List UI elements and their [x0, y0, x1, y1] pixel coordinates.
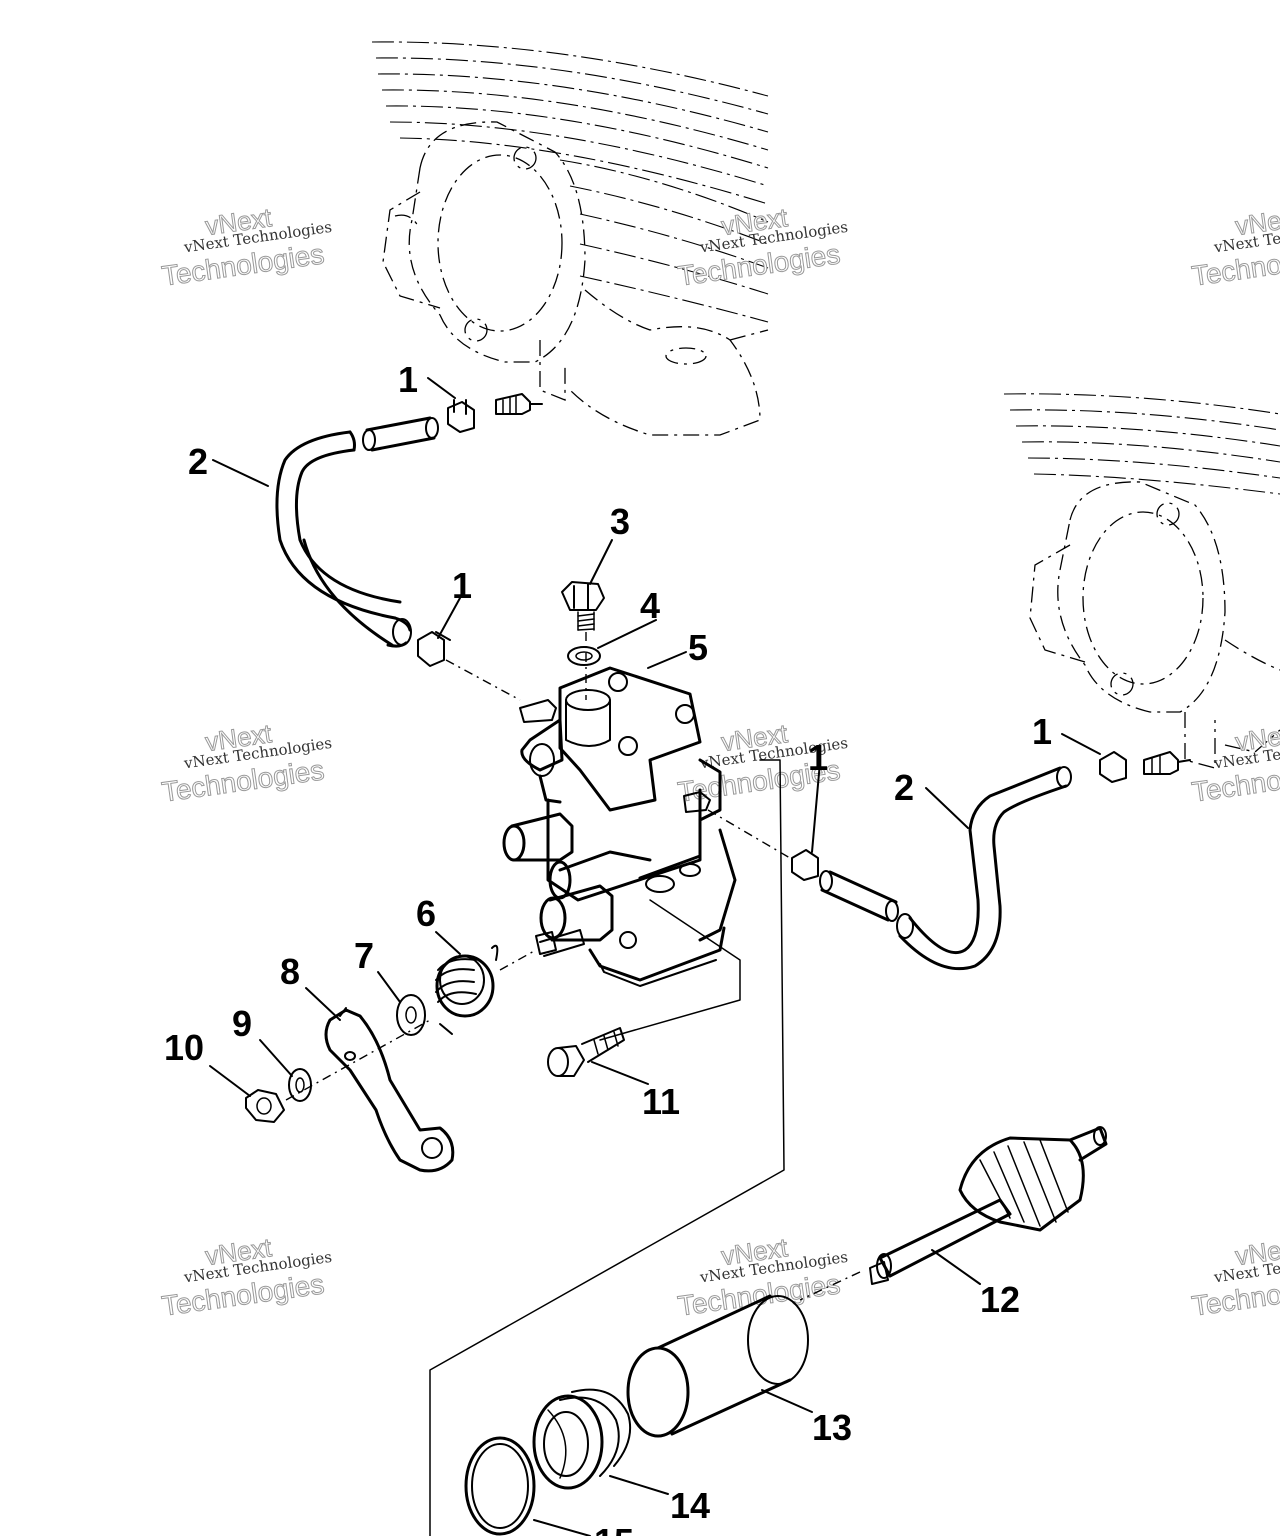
- callout-1d: 1: [1032, 711, 1052, 752]
- leader-lines: [209, 377, 1101, 1536]
- callout-15: 15: [594, 1521, 634, 1536]
- callout-14: 14: [670, 1485, 710, 1526]
- callout-13: 13: [812, 1407, 852, 1448]
- callout-2b: 2: [894, 767, 914, 808]
- engine-cylinder-upper: [371, 41, 769, 436]
- oil-hose-left: [275, 416, 439, 648]
- mount-outline: [599, 899, 741, 1041]
- watermark-4: vNext vNext Technologies Technologies: [159, 718, 333, 809]
- callout-11: 11: [642, 1081, 680, 1122]
- hose-clamp-1a: [447, 399, 475, 433]
- watermark-9: vNext vNext Technologies Technologies: [1189, 1232, 1280, 1323]
- callout-9: 9: [232, 1003, 252, 1044]
- watermark-3: vNext vNext Technologies Technologies: [1189, 202, 1280, 293]
- callout-1a: 1: [398, 359, 418, 400]
- pinion-sleeve: [626, 1294, 809, 1438]
- banjo-bolt: [561, 581, 605, 631]
- hex-nut: [245, 1089, 285, 1123]
- callout-1c: 1: [808, 737, 828, 778]
- watermark-6: vNext vNext Technologies Technologies: [1189, 718, 1280, 809]
- hose-nipple-upper: [495, 393, 543, 415]
- hose-nipple-right: [1143, 751, 1191, 775]
- hose-clamp-1d: [1099, 751, 1127, 783]
- flat-washer: [396, 994, 426, 1036]
- callout-7: 7: [354, 935, 374, 976]
- callout-10: 10: [164, 1027, 204, 1068]
- svg-text:vNext: vNext: [203, 202, 274, 241]
- oil-pump: [502, 666, 737, 987]
- callout-2a: 2: [188, 441, 208, 482]
- watermark-5: vNext vNext Technologies Technologies: [675, 718, 849, 809]
- drive-pinion: [869, 1126, 1108, 1285]
- callout-1b: 1: [452, 565, 472, 606]
- watermark-2: vNext vNext Technologies Technologies: [675, 202, 849, 293]
- mounting-bolt: [547, 1027, 625, 1077]
- lock-washer: [288, 1068, 312, 1102]
- callout-5: 5: [688, 627, 708, 668]
- oil-hose-right: [819, 766, 1072, 971]
- watermark-7: vNext vNext Technologies Technologies: [159, 1232, 333, 1323]
- hose-clamp-1c: [791, 849, 819, 881]
- callout-6: 6: [416, 893, 436, 934]
- callout-4: 4: [640, 585, 660, 626]
- watermark-8: vNext vNext Technologies Technologies: [675, 1232, 849, 1323]
- washer: [567, 646, 601, 666]
- centerline-c: [707, 809, 791, 859]
- centerline-a: [445, 659, 521, 701]
- engine-cylinder-right: [1003, 393, 1280, 769]
- centerline-e: [285, 1019, 431, 1101]
- watermark-1: vNext vNext Technologies Technologies: [159, 202, 333, 293]
- callout-3: 3: [610, 501, 630, 542]
- pump-lever: [324, 1007, 455, 1173]
- assembly-line: [429, 759, 785, 1536]
- o-ring: [464, 1436, 536, 1536]
- callout-12: 12: [980, 1279, 1020, 1320]
- hose-clamp-1b: [417, 631, 451, 667]
- callout-8: 8: [280, 951, 300, 992]
- return-spring: [435, 944, 499, 1035]
- seal-bushing: [532, 1388, 632, 1490]
- centerline-d: [499, 949, 537, 971]
